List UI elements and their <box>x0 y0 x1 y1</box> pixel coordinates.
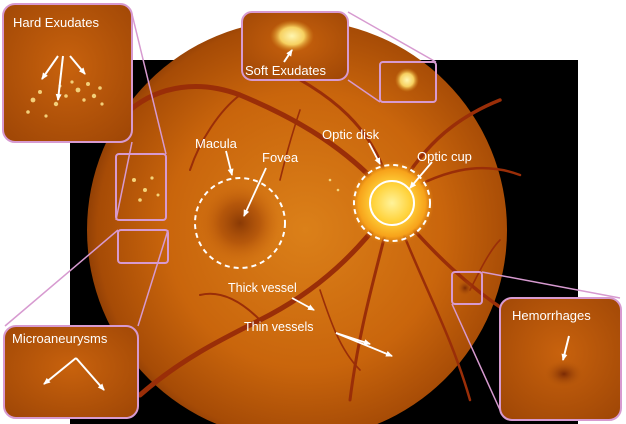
hard-exudates-label: Hard Exudates <box>13 15 99 30</box>
soft-exudates-source-box <box>379 61 437 103</box>
fovea-label: Fovea <box>262 150 299 165</box>
soft-exudates-callout: Soft Exudates <box>241 11 349 81</box>
thin-vessels-label: Thin vessels <box>244 320 313 334</box>
microaneurysms-source-box <box>117 229 169 264</box>
microaneurysms-label: Microaneurysms <box>12 331 108 346</box>
macula-region <box>200 183 280 263</box>
hemorrhages-source-box <box>451 271 483 305</box>
optic-disk-label: Optic disk <box>322 127 380 142</box>
optic-cup-label: Optic cup <box>417 149 472 164</box>
callout-connectors <box>4 11 621 411</box>
thick-vessel-label: Thick vessel <box>228 281 297 295</box>
hard-exudates-source-box <box>115 153 167 221</box>
microaneurysms-callout: Microaneurysms <box>3 325 139 419</box>
optic-disk-circle <box>353 164 431 242</box>
retina-fundus <box>87 20 507 424</box>
hard-exudates-callout: Hard Exudates <box>2 3 133 143</box>
macula-label: Macula <box>195 136 238 151</box>
macula-circle <box>194 177 286 269</box>
optic-cup-circle <box>369 180 415 226</box>
soft-exudates-label: Soft Exudates <box>245 63 326 78</box>
fundus-lesions <box>132 68 473 296</box>
hemorrhages-label: Hemorrhages <box>512 308 591 323</box>
fundus-arrows <box>225 142 433 357</box>
hemorrhages-callout: Hemorrhages <box>499 297 622 421</box>
blood-vessels <box>127 58 522 402</box>
